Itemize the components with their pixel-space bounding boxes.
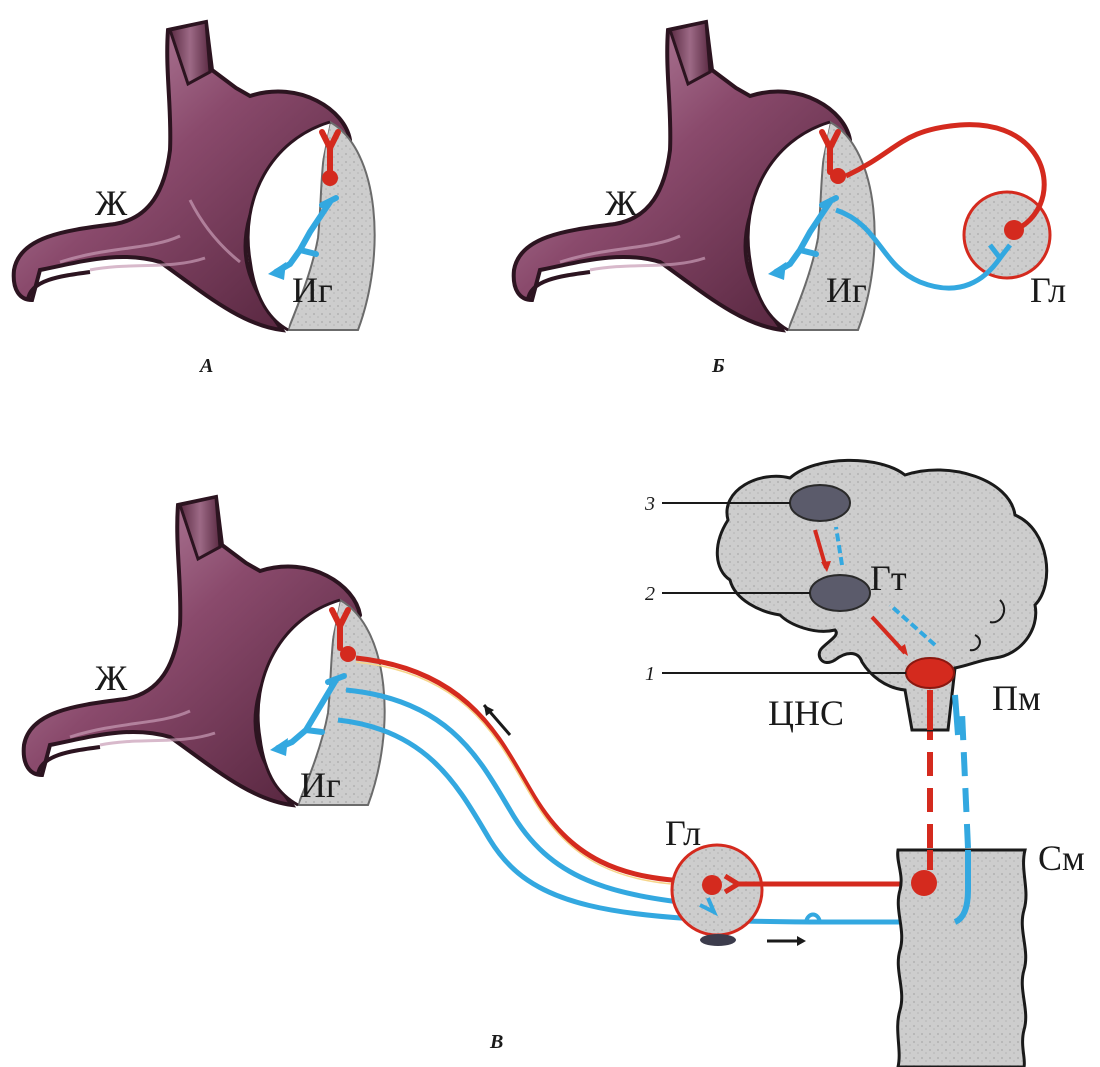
medulla-label: Пм (992, 678, 1041, 718)
hypothalamus-label: Гт (870, 558, 907, 598)
panel-a: Ж Иг А (14, 22, 375, 377)
stomach-label: Ж (95, 183, 128, 223)
panel-b: Ж Иг Гл Б (514, 22, 1066, 377)
brain-nucleus-1 (906, 658, 954, 688)
stomach-label: Ж (605, 183, 638, 223)
afferent-fiber-lower (338, 720, 955, 922)
panel-letter-v: В (489, 1031, 503, 1053)
number-3: 3 (644, 493, 655, 515)
efferent-fiber (356, 658, 705, 882)
intramural-ganglion-label: Иг (826, 270, 867, 310)
intramural-ganglion-label: Иг (292, 270, 333, 310)
number-1: 1 (645, 663, 655, 685)
cns-label: ЦНС (768, 693, 844, 733)
brain-nucleus-3 (790, 485, 850, 521)
panel-letter-a: А (198, 355, 213, 377)
panel-v: 3 2 1 Ж Иг Гл Гт Пм ЦНС См В (24, 460, 1085, 1067)
panel-letter-b: Б (711, 355, 725, 377)
ganglion-label: Гл (665, 813, 701, 853)
stomach-label: Ж (95, 658, 128, 698)
afferent-fiber-upper (346, 690, 705, 905)
ganglion-label: Гл (1030, 270, 1066, 310)
ascending-pathway (962, 712, 968, 848)
number-2: 2 (645, 583, 655, 605)
spinal-cord-label: См (1038, 838, 1085, 878)
brain-nucleus-2 (810, 575, 870, 611)
intramural-ganglion-label: Иг (300, 765, 341, 805)
efferent-neuron-body (322, 170, 338, 186)
